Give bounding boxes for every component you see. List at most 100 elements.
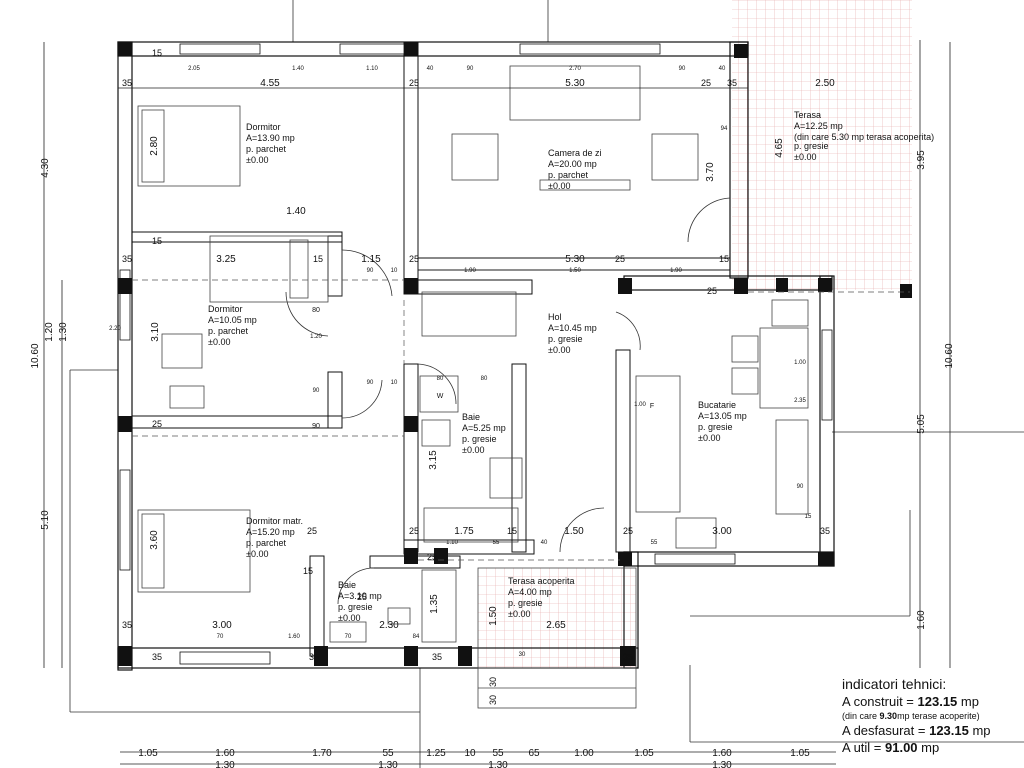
room-dimension-vertical: 3.70	[705, 162, 716, 182]
room-area-terasa2: A=4.00 mp	[508, 587, 552, 597]
note-value: 9.30	[879, 711, 898, 721]
wall-thickness: 15	[303, 566, 313, 576]
sub-dimension: 2.70	[569, 66, 581, 72]
a-desfasurat-unit: mp	[968, 723, 991, 738]
room-name-dormitor1: Dormitor	[246, 122, 281, 132]
wall-thickness: 35	[152, 652, 162, 662]
room-floor-dormitor1: p. parchet	[246, 144, 287, 154]
sub-dimension: 80	[437, 376, 444, 382]
sub-dimension: 1.90	[670, 268, 682, 274]
room-dimension: 3.25	[216, 254, 236, 265]
room-name-bucatarie: Bucatarie	[698, 400, 736, 410]
sub-dimension: 1.00	[634, 402, 646, 408]
sub-dimension: 90	[313, 388, 320, 394]
room-level-dormitor2: ±0.00	[208, 337, 230, 347]
room-dimension: 5.30	[565, 254, 585, 265]
mark-label: W	[437, 393, 444, 400]
a-util-label: A util =	[842, 740, 885, 755]
room-dimension-vertical: 3.10	[150, 322, 161, 342]
sub-dimension: 1.90	[464, 268, 476, 274]
a-util-value: 91.00	[885, 740, 918, 755]
room-level-terasa2: ±0.00	[508, 609, 530, 619]
bottom-dimension: 1.05	[138, 748, 158, 759]
sub-dimension: 2.35	[794, 398, 806, 404]
sub-dimension: 10	[391, 268, 398, 274]
overall-dimension-right: 3.95	[916, 150, 927, 170]
wall-thickness: 25	[427, 552, 437, 562]
columns	[118, 42, 912, 666]
a-construit-row: A construit = 123.15 mp	[842, 693, 1024, 710]
room-floor-camera: p. parchet	[548, 170, 589, 180]
wall-thickness: 25	[152, 419, 162, 429]
overall-dimension-left: 4.30	[40, 158, 51, 178]
a-construit-value: 123.15	[917, 694, 958, 709]
room-level-baie1: ±0.00	[462, 445, 484, 455]
sub-dimension: 1.20	[310, 334, 322, 340]
room-dimension: 2.50	[815, 78, 835, 89]
wall-thickness: 25	[409, 254, 419, 264]
room-floor-bucatarie: p. gresie	[698, 422, 733, 432]
sub-dimension: 10	[391, 380, 398, 386]
sub-dimension: 2.20	[109, 326, 121, 332]
bottom-dimension: 1.00	[574, 748, 594, 759]
room-level-terasa: ±0.00	[794, 152, 816, 162]
wall-thickness: 25	[615, 254, 625, 264]
bottom-dimension: 55	[382, 748, 394, 759]
sub-dimension: 40	[541, 540, 548, 546]
room-dimension: 3.00	[212, 620, 232, 631]
room-area-dormitor1: A=13.90 mp	[246, 133, 295, 143]
wall-thickness: 35	[122, 254, 132, 264]
room-dimension: 1.15	[361, 254, 381, 265]
sub-dimension: 90	[367, 268, 374, 274]
a-construit-note: (din care 9.30mp terase acoperite)	[842, 710, 1024, 722]
dimension-lines	[43, 40, 951, 765]
a-desfasurat-label: A desfasurat =	[842, 723, 930, 738]
sub-dimension: 55	[651, 540, 658, 546]
wall-thickness: 25	[307, 526, 317, 536]
overall-dimension-left: 10.60	[30, 343, 41, 368]
room-dimension-vertical: 3.15	[428, 450, 439, 470]
windows	[119, 43, 833, 665]
outer-walls	[117, 41, 835, 671]
room-dimension: 1.40	[286, 206, 306, 217]
sub-dimension: 1.10	[446, 540, 458, 546]
wall-thickness: 35	[432, 652, 442, 662]
room-name-baie2: Baie	[338, 580, 356, 590]
overall-dimension-right: 5.05	[916, 414, 927, 434]
mark-label: 90	[312, 423, 320, 430]
wall-thickness: 25	[357, 592, 367, 602]
bottom-dimension: 1.60	[215, 748, 235, 759]
room-level-bucatarie: ±0.00	[698, 433, 720, 443]
mark-label: 80	[312, 307, 320, 314]
room-floor-dormitor2: p. parchet	[208, 326, 249, 336]
sub-dimension: 90	[367, 380, 374, 386]
wall-thickness: 25	[409, 526, 419, 536]
sub-dimension: 1.50	[569, 268, 581, 274]
wall-thickness: 35	[820, 526, 830, 536]
room-area-terasa: A=12.25 mp	[794, 121, 843, 131]
room-name-baie1: Baie	[462, 412, 480, 422]
bottom-dimension-2: 1.30	[378, 760, 398, 768]
room-level-dormitor3: ±0.00	[246, 549, 268, 559]
sub-dimension: 80	[481, 376, 488, 382]
technical-indicators: indicatori tehnici: A construit = 123.15…	[842, 676, 1024, 756]
sub-dimension: 70	[217, 634, 224, 640]
room-level-dormitor1: ±0.00	[246, 155, 268, 165]
room-dimension-vertical: 1.50	[488, 606, 499, 626]
overall-dimension-right: 1.60	[916, 610, 927, 630]
bottom-dimension: 1.25	[426, 748, 446, 759]
a-util-row: A util = 91.00 mp	[842, 739, 1024, 756]
terrace-tiles	[732, 0, 912, 290]
overall-dimension-left: 1.20	[44, 322, 55, 342]
sub-dimension: 1.10	[366, 66, 378, 72]
note-suffix: mp terase acoperite)	[897, 711, 980, 721]
bottom-dimension: 65	[528, 748, 540, 759]
wall-thickness: 15	[719, 254, 729, 264]
doors	[285, 197, 731, 605]
room-level-camera: ±0.00	[548, 181, 570, 191]
a-desfasurat-row: A desfasurat = 123.15 mp	[842, 722, 1024, 739]
sub-dimension: 2.05	[188, 66, 200, 72]
sub-dimension: 84	[413, 634, 420, 640]
room-floor-baie1: p. gresie	[462, 434, 497, 444]
